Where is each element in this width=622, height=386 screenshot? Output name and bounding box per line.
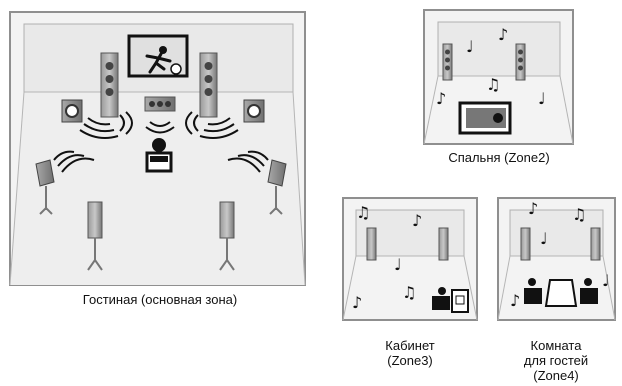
listener-icon [145,138,173,173]
zone4-speaker-left-icon [520,227,531,261]
zone2-speaker-left-icon [442,43,453,81]
surround-back-right-speaker-icon [219,201,235,271]
tv-icon [127,34,189,78]
svg-text:♫: ♫ [356,203,370,222]
svg-text:♩: ♩ [540,229,548,248]
zone4-label: Комната для гостей (Zone4) [490,338,622,383]
zone3-speaker-right-icon [438,227,449,261]
zone4-speaker-right-icon [590,227,601,261]
svg-text:♫: ♫ [572,205,586,224]
front-presence-right-speaker-icon [243,99,265,123]
sound-waves [53,111,269,173]
zone2-bed-icon [458,101,512,135]
svg-text:♩: ♩ [394,255,402,274]
zone4-chairs-table-icon [524,278,598,307]
surround-right-speaker-icon [267,159,287,215]
svg-text:♩: ♩ [602,271,610,290]
zone2-speaker-right-icon [515,43,526,81]
surround-back-left-speaker-icon [87,201,103,271]
svg-text:♪: ♪ [436,89,446,108]
zone2-music-notes: ♩ ♪ ♫ ♪ ♩ [436,25,546,108]
zone3-speaker-left-icon [366,227,377,261]
front-presence-left-speaker-icon [61,99,83,123]
center-speaker-icon [144,96,176,112]
front-right-speaker-icon [199,52,218,118]
zone4-label-line1: Комната [530,338,582,353]
svg-text:♫: ♫ [402,283,416,302]
front-left-speaker-icon [100,52,119,118]
svg-text:♪: ♪ [412,211,422,230]
svg-text:♪: ♪ [352,293,362,312]
svg-text:♩: ♩ [466,37,474,56]
zone4-label-line3: (Zone4) [533,368,579,383]
svg-text:♪: ♪ [510,291,520,310]
zone3-desk-icon [432,287,469,313]
zone3-music-notes: ♫ ♪ ♩ ♪ ♫ [352,203,422,312]
svg-text:♪: ♪ [498,25,508,44]
svg-text:♪: ♪ [528,199,538,218]
zone3-label: Кабинет (Zone3) [343,338,477,368]
main-room-label: Гостиная (основная зона) [82,292,238,307]
svg-text:♫: ♫ [486,75,500,94]
zone3-label-line2: (Zone3) [387,353,433,368]
zone3-label-line1: Кабинет [385,338,435,353]
zone4-music-notes: ♪♫♩ ♪♩ [510,199,610,310]
svg-text:♩: ♩ [538,89,546,108]
zone4-label-line2: для гостей [523,353,589,368]
surround-left-speaker-icon [35,159,55,215]
zone2-label: Спальня (Zone2) [448,150,550,165]
